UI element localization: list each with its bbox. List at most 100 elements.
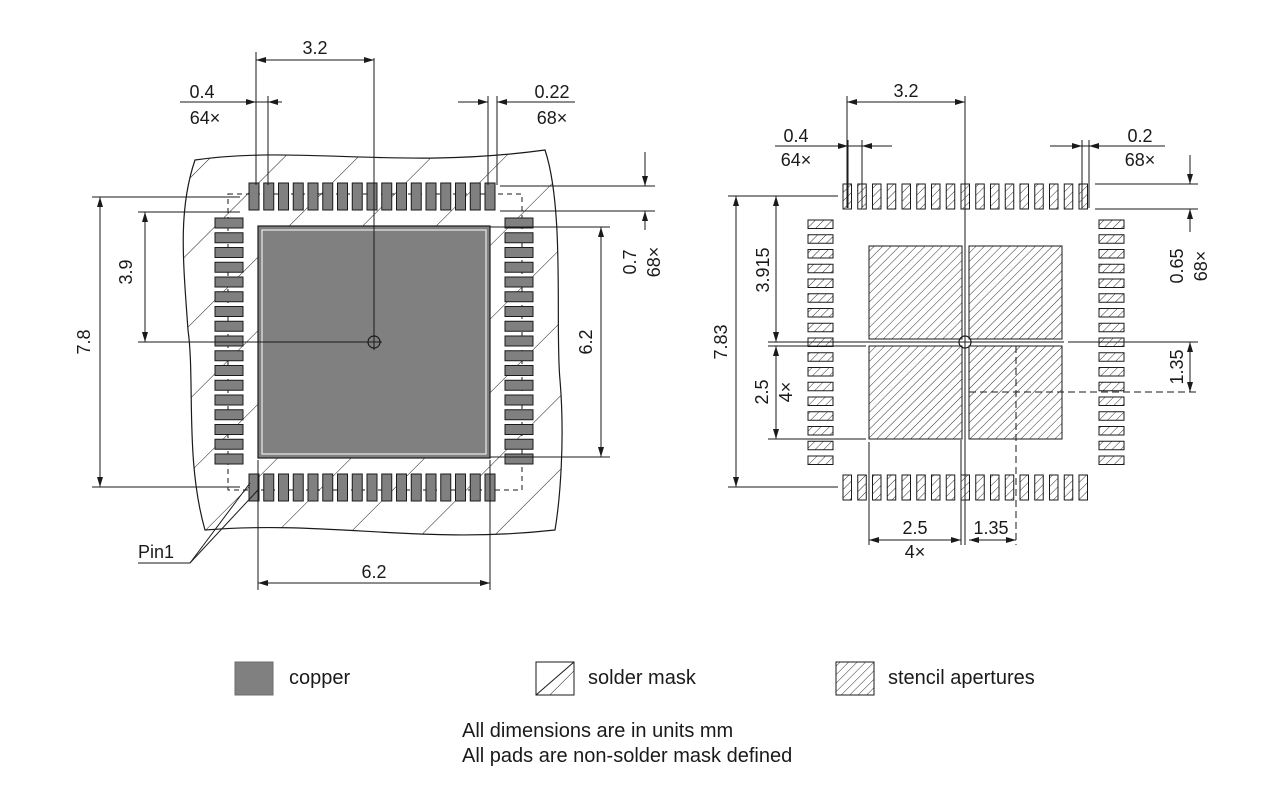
stencil-pad-right (1098, 322, 1125, 333)
stencil-pad-top (901, 183, 911, 210)
dim-pitch-count: 64× (190, 108, 221, 128)
copper-pad-left (214, 276, 244, 288)
stencil-pad-bottom (1049, 474, 1059, 501)
aperture-bottom-left (868, 345, 963, 440)
copper-pad-left (214, 247, 244, 258)
copper-pad-top (366, 182, 378, 211)
copper-pad-right (504, 365, 534, 376)
stencil-pad-top (1004, 183, 1015, 210)
pin1-label: Pin1 (138, 542, 174, 562)
copper-pad-right (504, 335, 534, 347)
stencil-pad-top (990, 183, 1000, 210)
copper-pad-bottom (366, 473, 378, 502)
aperture-top-left (868, 245, 963, 340)
stencil-pad-left (807, 322, 834, 333)
stencil-pad-left (807, 219, 834, 229)
stencil-pad-bottom (857, 474, 867, 501)
copper-pad-top (337, 182, 348, 211)
dim-top-width: 3.2 (302, 38, 327, 58)
dim-aperture-vertical: 2.5 (752, 379, 772, 404)
copper-pad-bottom (278, 473, 289, 502)
copper-pad-left (214, 424, 244, 435)
stencil-pad-left (807, 234, 834, 244)
copper-pad-bottom (440, 473, 452, 502)
stencil-pad-bottom (945, 474, 956, 501)
copper-pad-left (214, 379, 244, 391)
stencil-pad-top (1049, 183, 1059, 210)
copper-pad-top (440, 182, 452, 211)
stencil-pad-right (1098, 455, 1125, 465)
stencil-pad-bottom (1004, 474, 1015, 501)
exposed-pad-apertures (868, 245, 1063, 440)
stencil-view: 3.2 0.4 64× 0.2 68× 3.915 7.83 2.5 4× 0.… (711, 81, 1211, 562)
dimension-labels-left: 3.2 0.4 64× 0.22 68× 3.9 7.8 0.7 68× 6.2… (74, 38, 664, 582)
copper-pad-top (396, 182, 407, 211)
copper-pad-left (214, 320, 244, 332)
copper-pad-bottom (455, 473, 466, 502)
copper-pad-left (214, 394, 244, 406)
stencil-pad-bottom (872, 474, 882, 501)
stencil-pad-top (886, 183, 897, 210)
copper-pad-bottom (263, 473, 275, 502)
copper-pad-right (504, 424, 534, 435)
copper-pad-top (322, 182, 334, 211)
stencil-pad-left (807, 278, 834, 288)
copper-pad-right (504, 394, 534, 406)
copper-pad-bottom (381, 473, 393, 502)
copper-pad-bottom (396, 473, 407, 502)
stencil-pad-top (1034, 183, 1044, 210)
copper-pad-top (455, 182, 466, 211)
legend-stencil-swatch (835, 661, 875, 696)
legend-copper-label: copper (289, 667, 350, 689)
stencil-pad-right (1098, 440, 1125, 451)
stencil-pad-right (1098, 308, 1125, 318)
copper-pad-top (425, 182, 437, 211)
copper-pad-right (504, 350, 534, 362)
stencil-pad-right (1098, 249, 1125, 259)
stencil-pad-bottom (842, 474, 852, 501)
copper-pad-right (504, 247, 534, 258)
dim-pad-length: 0.7 (620, 249, 640, 274)
dim-pad-length: 0.65 (1167, 248, 1187, 283)
copper-pad-right (504, 232, 534, 244)
note-pads: All pads are non-solder mask defined (462, 745, 792, 767)
legend-solder-mask-label: solder mask (588, 667, 697, 689)
copper-pad-right (504, 261, 534, 273)
dim-aperture-vertical-count: 4× (776, 382, 796, 403)
stencil-pad-right (1098, 426, 1125, 436)
legend: copper solder mask stencil apertures (234, 661, 1035, 696)
dim-aperture-horizontal-count: 4× (905, 542, 926, 562)
stencil-pad-right (1098, 352, 1125, 362)
dim-half-height: 3.915 (753, 247, 773, 292)
copper-pad-left (214, 306, 244, 317)
copper-pad-left (214, 335, 244, 347)
dim-overall-height: 7.83 (711, 324, 731, 359)
stencil-pad-left (807, 381, 834, 392)
dim-pad-width-count: 68× (1125, 150, 1156, 170)
copper-pad-right (504, 291, 534, 303)
copper-pad-top (410, 182, 422, 211)
dim-gap-vertical: 1.35 (1167, 349, 1187, 384)
legend-copper-swatch (234, 661, 274, 696)
arrowheads-right (733, 99, 1193, 543)
stencil-pad-top (931, 183, 941, 210)
copper-pad-top (469, 182, 481, 211)
dim-aperture-horizontal: 2.5 (902, 518, 927, 538)
dim-pad-width: 0.2 (1127, 126, 1152, 146)
stencil-pad-bottom (975, 474, 985, 501)
copper-pad-bottom (337, 473, 348, 502)
copper-pad-left (214, 365, 244, 376)
copper-pad-bottom (307, 473, 319, 502)
copper-pad-bottom (425, 473, 437, 502)
dim-pad-length-count: 68× (644, 247, 664, 278)
copper-pad-bottom (248, 473, 260, 502)
stencil-pad-bottom (931, 474, 941, 501)
stencil-pad-top (872, 183, 882, 210)
center-lines (138, 58, 382, 350)
stencil-pad-left (807, 249, 834, 259)
stencil-pad-right (1098, 219, 1125, 229)
dim-gap-horizontal: 1.35 (973, 518, 1008, 538)
copper-pad-top (307, 182, 319, 211)
stencil-pad-left (807, 426, 834, 436)
